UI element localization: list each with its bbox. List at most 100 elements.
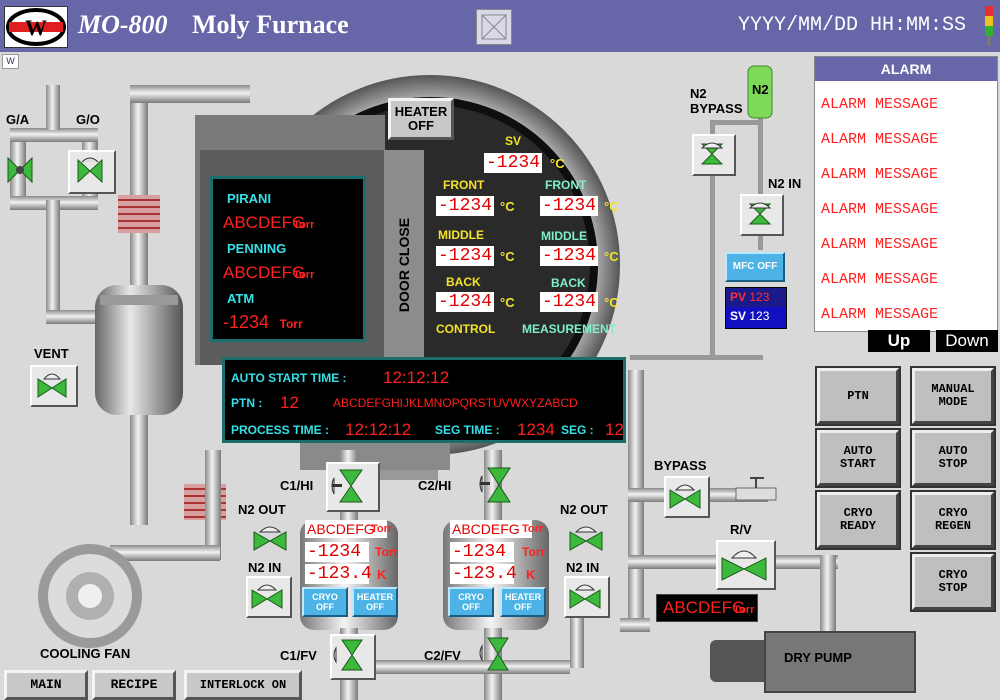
- atm-value-row: -1234 Torr: [223, 312, 303, 332]
- cryo-left-temp-unit: K: [377, 567, 387, 582]
- valve-bypass-button[interactable]: [664, 476, 710, 518]
- cryo-left-torr2: -1234: [305, 542, 369, 562]
- valve-go-button[interactable]: [68, 150, 116, 194]
- penning-label: PENNING: [227, 241, 287, 256]
- ptn-label: PTN :: [231, 396, 263, 410]
- measurement-middle-value: -1234: [540, 246, 599, 266]
- measurement-back-label: BACK: [551, 276, 586, 290]
- datetime-display: YYYY/MM/DD HH:MM:SS: [738, 14, 967, 37]
- cryo-right-temp: -123.4: [450, 564, 517, 584]
- auto-stop-button[interactable]: AUTO STOP: [910, 428, 996, 488]
- process-time-label: PROCESS TIME :: [231, 423, 330, 437]
- dry-pump-label: DRY PUMP: [784, 650, 852, 665]
- alarm-message: ALARM MESSAGE: [821, 306, 939, 323]
- cryo-left-heater-off-button[interactable]: HEATER OFF: [352, 587, 398, 617]
- valve-c1hi-label: C1/HI: [280, 478, 314, 493]
- seg-time-value: 1234: [517, 420, 555, 439]
- cooling-fan-label: COOLING FAN: [40, 646, 131, 661]
- alarm-message: ALARM MESSAGE: [821, 131, 939, 148]
- valve-go-label: G/O: [76, 112, 100, 127]
- control-front-unit: °C: [500, 199, 515, 214]
- valve-n2-out-right-icon[interactable]: [566, 520, 606, 554]
- company-logo: W: [4, 6, 68, 48]
- control-front-value[interactable]: -1234: [436, 196, 495, 216]
- cryo-right-temp-unit: K: [526, 567, 536, 582]
- valve-c1fv-label: C1/FV: [280, 648, 317, 663]
- process-status-panel: AUTO START TIME : 12:12:12 PTN : 12 ABCD…: [222, 357, 626, 443]
- cryo-left-torr2-unit: Torr: [375, 545, 399, 559]
- cryo-left-readouts: ABCDEFG Torr -1234 Torr -123.4 K: [305, 520, 399, 588]
- cryo-stop-button[interactable]: CRYO STOP: [910, 552, 996, 612]
- cryo-left-torr1-unit: Torr: [371, 523, 393, 535]
- cryo-left-cryo-off-button[interactable]: CRYO OFF: [302, 587, 348, 617]
- seg-value: 12: [605, 420, 624, 439]
- main-button[interactable]: MAIN: [4, 670, 88, 700]
- auto-start-button[interactable]: AUTO START: [815, 428, 901, 488]
- control-middle-unit: °C: [500, 249, 515, 264]
- alarm-message: ALARM MESSAGE: [821, 236, 939, 253]
- cryo-right-heater-off-button[interactable]: HEATER OFF: [500, 587, 546, 617]
- valve-n2-in-left-icon: [251, 584, 283, 609]
- valve-c2fv-icon[interactable]: [476, 634, 516, 674]
- mfc-off-button[interactable]: MFC OFF: [725, 252, 785, 282]
- door-status: DOOR CLOSE: [396, 217, 412, 313]
- measurement-label: MEASUREMENT: [522, 322, 617, 336]
- valve-c2hi-icon[interactable]: [474, 462, 524, 508]
- alarm-message: ALARM MESSAGE: [821, 96, 939, 113]
- valve-n2-in-icon: [748, 202, 772, 225]
- valve-bypass-label: BYPASS: [654, 458, 707, 473]
- valve-c1hi-button[interactable]: [326, 462, 380, 512]
- valve-n2-out-left-icon[interactable]: [250, 520, 290, 554]
- cryo-left-torr1: ABCDEFG: [305, 520, 387, 538]
- manual-valve-icon: [735, 477, 777, 501]
- valve-n2-bypass-button[interactable]: [692, 134, 736, 176]
- valve-rv-icon: [721, 550, 767, 581]
- cryo-right-torr2-unit: Torr: [522, 545, 546, 559]
- interlock-button[interactable]: INTERLOCK ON: [184, 670, 302, 700]
- valve-n2-in-right-icon: [569, 584, 601, 609]
- valve-n2-bypass-icon: [700, 142, 724, 165]
- n2-in-right-label: N2 IN: [566, 560, 600, 575]
- vacuum-gauge-panel: PIRANI ABCDEFGTorr PENNING ABCDEFGTorr A…: [210, 176, 366, 342]
- sv-value[interactable]: -1234: [484, 153, 543, 173]
- penning-value-row: ABCDEFGTorr: [223, 263, 315, 282]
- cryo-right-readouts: ABCDEFG Torr -1234 Torr -123.4 K: [450, 520, 550, 588]
- valve-n2-in-left-button[interactable]: [246, 576, 292, 618]
- valve-c2fv-label: C2/FV: [424, 648, 461, 663]
- cryo-right-torr1-unit: Torr: [522, 523, 544, 535]
- bellows-top: [118, 195, 160, 233]
- alarm-list: ALARM MESSAGE ALARM MESSAGE ALARM MESSAG…: [815, 81, 997, 332]
- ptn-button[interactable]: PTN: [815, 366, 901, 426]
- n2-out-right-label: N2 OUT: [560, 502, 608, 517]
- valve-c2hi-label: C2/HI: [418, 478, 452, 493]
- recipe-button[interactable]: RECIPE: [92, 670, 176, 700]
- window-icon[interactable]: W: [2, 54, 19, 69]
- valve-n2-in-right-button[interactable]: [564, 576, 610, 618]
- alarm-up-button[interactable]: Up: [868, 330, 930, 352]
- manual-mode-button[interactable]: MANUAL MODE: [910, 366, 996, 426]
- valve-vent-button[interactable]: [30, 365, 78, 407]
- pirani-value-row: ABCDEFGTorr: [223, 213, 315, 232]
- valve-n2-in-button[interactable]: [740, 194, 784, 236]
- control-front-label: FRONT: [443, 178, 485, 192]
- valve-c1fv-button[interactable]: [330, 634, 376, 680]
- svg-text:W: W: [25, 15, 47, 40]
- measurement-back-value: -1234: [540, 292, 599, 312]
- cryo-ready-button[interactable]: CRYO READY: [815, 490, 901, 550]
- valve-rv-button[interactable]: [716, 540, 776, 590]
- cryo-right-cryo-off-button[interactable]: CRYO OFF: [448, 587, 494, 617]
- sv-label: SV: [505, 134, 522, 148]
- control-middle-value[interactable]: -1234: [436, 246, 495, 266]
- cryo-regen-button[interactable]: CRYO REGEN: [910, 490, 996, 550]
- alarm-panel: ALARM ALARM MESSAGE ALARM MESSAGE ALARM …: [814, 56, 998, 332]
- alarm-down-button[interactable]: Down: [936, 330, 998, 352]
- control-back-unit: °C: [500, 295, 515, 310]
- seg-label: SEG :: [561, 423, 594, 437]
- valve-ga-icon[interactable]: [2, 152, 38, 188]
- logo-icon: W: [6, 8, 66, 46]
- model-title: MO-800: [78, 10, 168, 39]
- signal-tower-icon: [985, 6, 993, 46]
- control-back-value[interactable]: -1234: [436, 292, 495, 312]
